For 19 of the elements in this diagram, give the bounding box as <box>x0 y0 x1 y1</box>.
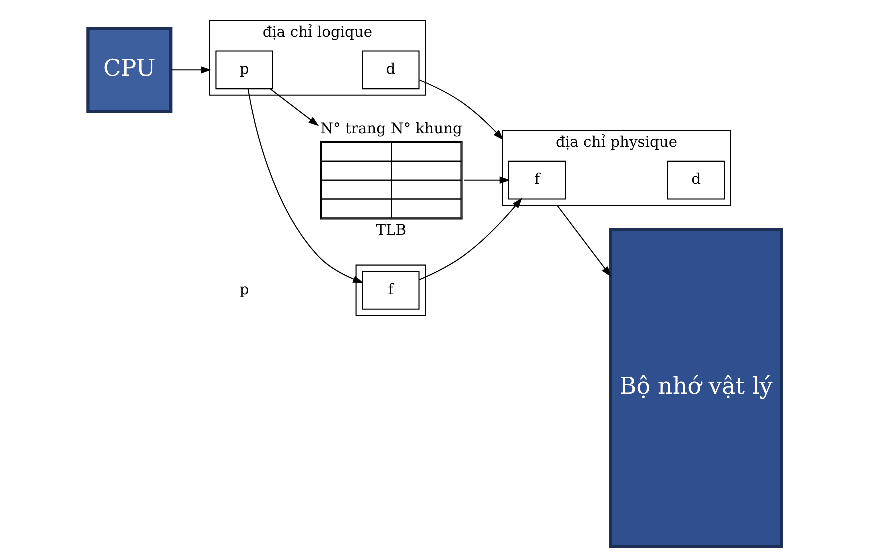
node-label: N° khung <box>390 120 462 138</box>
node-box: p <box>215 50 273 90</box>
node-box: f <box>508 160 566 200</box>
cluster <box>355 264 426 316</box>
node-box: f <box>362 271 420 310</box>
node-box: d <box>362 50 420 90</box>
arrow <box>170 66 211 74</box>
node-label: N° trang <box>320 120 386 138</box>
arrow <box>247 89 364 284</box>
arrow <box>418 80 504 140</box>
node-box: CPU <box>86 27 172 114</box>
arrow <box>556 205 611 278</box>
arrow <box>270 88 319 126</box>
node-label: TLB <box>376 222 406 240</box>
node-box: d <box>666 160 725 200</box>
arrow <box>418 198 522 280</box>
label: p <box>239 281 249 298</box>
node-box: Bộ nhớ vật lý <box>608 228 783 548</box>
arrow <box>464 176 510 184</box>
